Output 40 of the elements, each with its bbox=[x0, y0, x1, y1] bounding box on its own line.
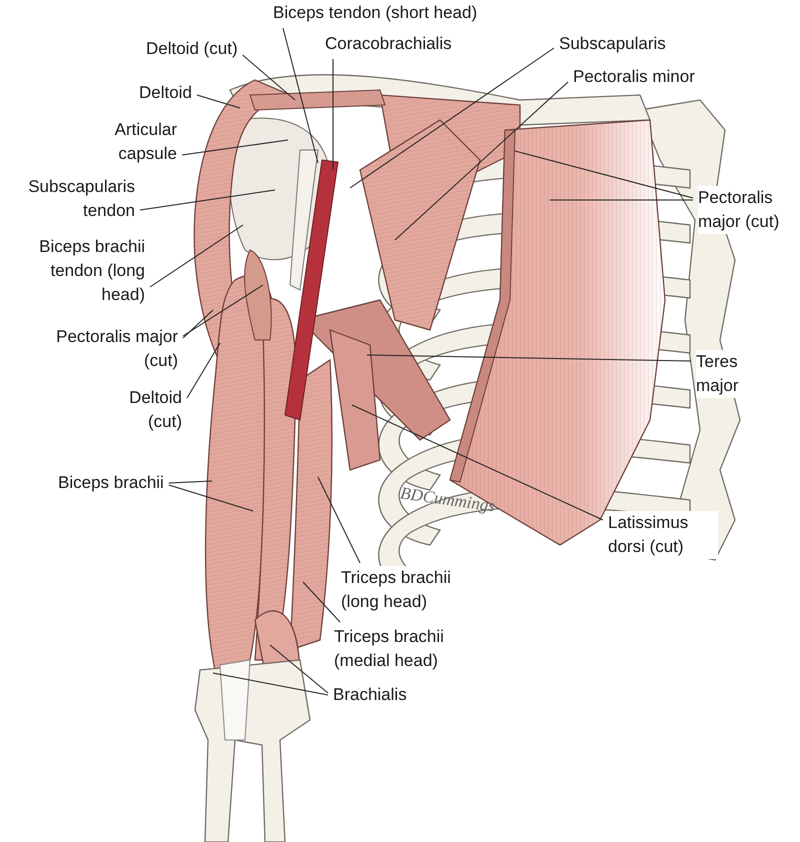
part-label: Subscapularis tendon bbox=[27, 176, 135, 222]
part-label: Biceps tendon (short head) bbox=[273, 2, 478, 24]
leader-line bbox=[242, 54, 296, 100]
part-label: Pectoralis major (cut) bbox=[698, 187, 780, 233]
part-label: Biceps brachii bbox=[58, 472, 164, 494]
leader-line bbox=[282, 28, 318, 164]
leader-line bbox=[182, 284, 264, 336]
leader-line bbox=[182, 310, 214, 338]
leader-line bbox=[318, 476, 360, 564]
leader-line bbox=[394, 82, 568, 240]
leader-line bbox=[350, 48, 554, 188]
part-label: Deltoid (cut) bbox=[146, 38, 238, 60]
part-label: Teres major bbox=[696, 351, 740, 397]
leader-line bbox=[352, 404, 604, 520]
leader-line bbox=[514, 150, 694, 198]
leader-line bbox=[212, 672, 328, 696]
part-label: Biceps brachii tendon (long head) bbox=[38, 236, 145, 306]
part-label: Pectoralis major (cut) bbox=[55, 326, 178, 372]
leader-line bbox=[332, 58, 334, 170]
leader-line bbox=[168, 484, 254, 512]
part-label: Coracobrachialis bbox=[325, 33, 452, 55]
part-label: Pectoralis minor bbox=[573, 66, 695, 88]
leader-line bbox=[168, 480, 212, 484]
leader-line bbox=[182, 140, 288, 156]
part-label: Latissimus dorsi (cut) bbox=[608, 512, 690, 558]
leader-line bbox=[270, 644, 328, 694]
leader-line bbox=[366, 354, 692, 362]
leader-line bbox=[302, 582, 340, 622]
leader-line bbox=[140, 190, 276, 210]
leader-line bbox=[150, 224, 244, 288]
part-label: Deltoid (cut) bbox=[128, 387, 182, 433]
artist-signature: BDCummings bbox=[399, 483, 496, 517]
leader-line bbox=[196, 94, 240, 108]
part-label: Deltoid bbox=[139, 82, 192, 104]
part-label: Brachialis bbox=[333, 684, 407, 706]
part-label: Triceps brachii (medial head) bbox=[334, 626, 445, 672]
part-label: Subscapularis bbox=[559, 33, 666, 55]
leader-line bbox=[186, 342, 220, 398]
part-label: Articular capsule bbox=[114, 119, 177, 165]
part-label: Triceps brachii (long head) bbox=[341, 567, 452, 613]
